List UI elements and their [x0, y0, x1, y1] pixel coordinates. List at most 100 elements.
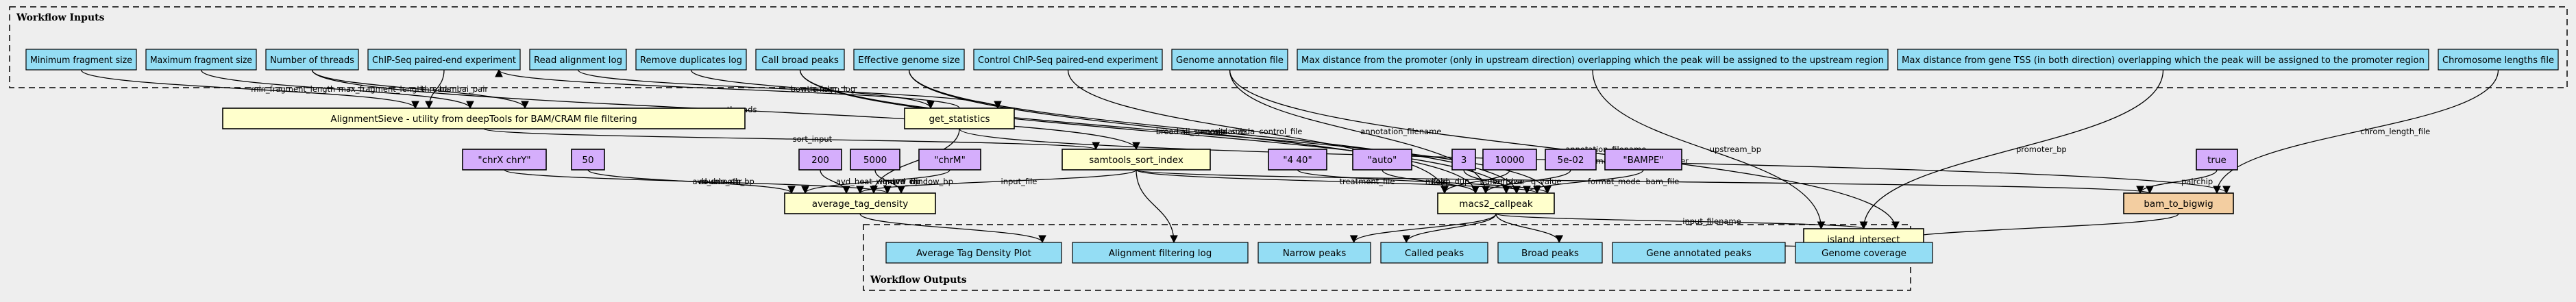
- edge-label: input_file: [1001, 177, 1038, 186]
- node-label: 3: [1461, 155, 1467, 166]
- node-upstream-bp[interactable]: Max distance from the promoter (only in …: [1297, 49, 1889, 71]
- node-chrom-length[interactable]: Chromosome lengths file: [2438, 49, 2559, 71]
- node-genome-annotation[interactable]: Genome annotation file: [1171, 49, 1288, 71]
- edge-label: chrom_length_file: [2360, 127, 2430, 136]
- node-label: true: [2207, 155, 2227, 166]
- edge-p-bampe-to-macs2-callpeak: [1523, 169, 1644, 194]
- node-label: Called peaks: [1405, 248, 1464, 259]
- node-remove-duplicates-log[interactable]: Remove duplicates log: [635, 49, 747, 71]
- node-p-auto[interactable]: "auto": [1352, 149, 1412, 171]
- node-min-fragment-size[interactable]: Minimum fragment size: [25, 49, 137, 71]
- node-p-5e02[interactable]: 5e-02: [1545, 149, 1597, 171]
- edge-genome-annotation-to-macs2-callpeak: [1229, 69, 1490, 194]
- node-p-200[interactable]: 200: [798, 149, 842, 171]
- edge-label: control_file: [1259, 127, 1302, 136]
- edge-control-pe-to-macs2-callpeak: [1067, 69, 1449, 194]
- node-effective-genome-size[interactable]: Effective genome size: [853, 49, 965, 71]
- node-o-genome-cov[interactable]: Genome coverage: [1795, 242, 1933, 264]
- node-p-true[interactable]: true: [2196, 149, 2238, 171]
- node-box: [1437, 192, 1555, 214]
- node-box: [1604, 149, 1682, 171]
- edge-alignment-sieve-to-samtools-sort-index: [483, 128, 1100, 151]
- node-box: [1258, 242, 1371, 264]
- node-label: Gene annotated peaks: [1646, 248, 1752, 259]
- node-box: [25, 49, 137, 71]
- node-box: [1897, 49, 2429, 71]
- edge-p-200-to-average-tag-density: [820, 169, 850, 194]
- node-p-bampe[interactable]: "BAMPE": [1604, 149, 1682, 171]
- edge-label: keep_dup: [1432, 177, 1469, 186]
- node-box: [2123, 192, 2234, 214]
- edge-upstream-bp-to-island-intersect: [1592, 69, 1826, 230]
- node-threads[interactable]: Number of threads: [265, 49, 359, 71]
- edge-macs2-callpeak-to-o-called: [1402, 213, 1497, 244]
- node-p-3[interactable]: 3: [1451, 149, 1476, 171]
- edge-label: pairchip: [2181, 177, 2213, 186]
- node-o-broad[interactable]: Broad peaks: [1497, 242, 1603, 264]
- node-o-avg-plot[interactable]: Average Tag Density Plot: [885, 242, 1062, 264]
- node-label: Read alignment log: [534, 55, 622, 66]
- node-chipseq-pe[interactable]: ChIP-Seq paired-end experiment: [367, 49, 521, 71]
- node-call-broad-peaks[interactable]: Call broad peaks: [755, 49, 845, 71]
- edge-label: ignore_chr: [881, 177, 922, 186]
- node-box: [367, 49, 521, 71]
- edge-macs2-callpeak-to-o-broad: [1495, 213, 1564, 244]
- node-promoter-bp[interactable]: Max distance from gene TSS (in both dire…: [1897, 49, 2429, 71]
- node-p-chrm[interactable]: "chrM": [918, 149, 981, 171]
- node-p-440[interactable]: "4 40": [1268, 149, 1327, 171]
- edge-read-alignment-log-to-get-statistics: [577, 69, 1002, 110]
- node-label: Minimum fragment size: [30, 55, 132, 66]
- node-label: Max distance from the promoter (only in …: [1301, 55, 1884, 66]
- node-max-fragment-size[interactable]: Maximum fragment size: [145, 49, 257, 71]
- edge-samtools-sort-index-to-bam-to-bigwig: [1136, 169, 2153, 194]
- edge-get-statistics-to-chipseq-pe: [495, 68, 960, 109]
- node-o-narrow[interactable]: Narrow peaks: [1258, 242, 1371, 264]
- node-box: [265, 49, 359, 71]
- node-label: Control ChIP-Seq paired-end experiment: [978, 55, 1158, 66]
- edge-label: max_fragment_length: [339, 84, 425, 94]
- node-bam-to-bigwig[interactable]: bam_to_bigwig: [2123, 192, 2234, 214]
- edge-label: input_filename: [1682, 216, 1741, 226]
- node-label: 50: [582, 155, 593, 166]
- node-label: Genome coverage: [1821, 248, 1906, 259]
- node-p-50[interactable]: 50: [571, 149, 605, 171]
- edge-label: rmdup_log: [813, 84, 855, 94]
- node-label: "auto": [1368, 155, 1397, 166]
- node-box: [1380, 242, 1488, 264]
- node-p-5000[interactable]: 5000: [850, 149, 900, 171]
- node-samtools-sort-index[interactable]: samtools_sort_index: [1062, 149, 1211, 171]
- edge-p-auto-to-macs2-callpeak: [1382, 169, 1480, 194]
- node-box: [1171, 49, 1288, 71]
- node-control-pe[interactable]: Control ChIP-Seq paired-end experiment: [973, 49, 1163, 71]
- node-macs2-callpeak[interactable]: macs2_callpeak: [1437, 192, 1555, 214]
- node-label: 5000: [863, 155, 887, 166]
- node-label: Maximum fragment size: [150, 55, 252, 66]
- node-label: Alignment filtering log: [1109, 248, 1212, 259]
- edge-label: verbose: [1493, 177, 1525, 186]
- edge-min-fragment-size-to-alignment-sieve: [80, 69, 419, 110]
- edge-p-3-to-macs2-callpeak: [1463, 169, 1521, 194]
- cluster-inputs-label: Workflow Inputs: [16, 12, 105, 23]
- node-alignment-sieve[interactable]: AlignmentSieve - utility from deepTools …: [222, 108, 746, 129]
- node-box: [571, 149, 605, 171]
- node-p-chrx[interactable]: "chrX chrY": [462, 149, 547, 171]
- edge-effective-genome-size-to-macs2-callpeak: [908, 69, 1480, 194]
- edge-label: upstream_bp: [1710, 144, 1761, 154]
- node-read-alignment-log[interactable]: Read alignment log: [529, 49, 627, 71]
- node-label: "4 40": [1283, 155, 1312, 166]
- edge-label: avd_smooth_bp: [693, 177, 755, 186]
- node-o-align-filter-log[interactable]: Alignment filtering log: [1072, 242, 1249, 264]
- node-p-10000[interactable]: 10000: [1482, 149, 1537, 171]
- edge-chrom-length-to-bam-to-bigwig: [2213, 69, 2499, 194]
- node-box: [635, 49, 747, 71]
- edge-label: q_value: [1531, 177, 1561, 186]
- node-label: Remove duplicates log: [640, 55, 742, 66]
- node-average-tag-density[interactable]: average_tag_density: [784, 192, 936, 214]
- node-label: average_tag_density: [812, 199, 908, 210]
- node-o-gene-annot[interactable]: Gene annotated peaks: [1612, 242, 1786, 264]
- edge-promoter-bp-to-island-intersect: [1859, 69, 2164, 230]
- node-get-statistics[interactable]: get_statistics: [904, 108, 1015, 129]
- edge-label: buffer_size: [1480, 177, 1523, 186]
- node-o-called[interactable]: Called peaks: [1380, 242, 1488, 264]
